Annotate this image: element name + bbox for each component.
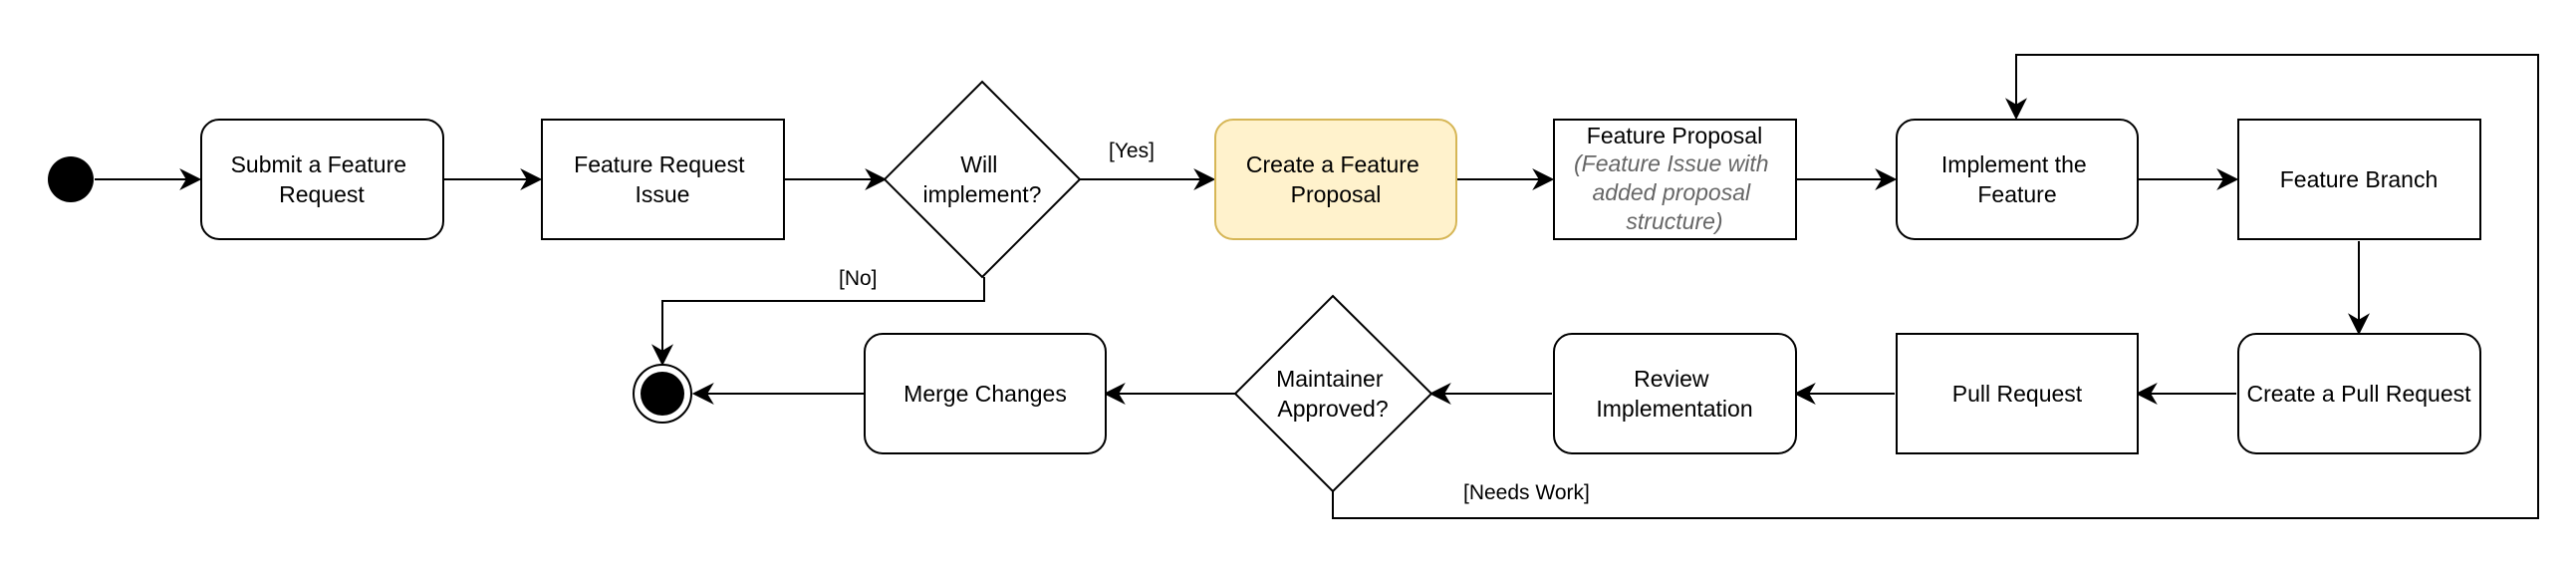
node-label-line: Request (279, 181, 365, 207)
node-submit-feature-request: Submit a Feature Request (200, 119, 444, 240)
svg-text:Review Implementation: Review Implementation (1596, 366, 1752, 422)
node-note-line: (Feature Issue with (1574, 150, 1769, 176)
node-label-line: Feature Branch (2280, 166, 2439, 192)
node-review-implementation: Review Implementation (1553, 333, 1797, 454)
start-node (48, 156, 94, 202)
svg-text:Feature Proposal: Feature Proposal (1587, 123, 1762, 148)
node-label-line: Will (960, 151, 997, 177)
node-create-feature-proposal: Create a Feature Proposal (1214, 119, 1457, 240)
svg-text:Create a Feature Proposa: Create a Feature Proposal (1246, 151, 1425, 207)
svg-text:Maintainer Approved?: Maintainer Approved? (1276, 366, 1390, 422)
edge-label-needs-work: [Needs Work] (1463, 481, 1590, 504)
node-feature-branch: Feature Branch (2237, 119, 2481, 240)
decision-maintainer-approved: Maintainer Approved? (1233, 294, 1433, 493)
svg-text:Implement the Feature: Implement the Feature (1941, 151, 2093, 207)
node-title: Feature Proposal (1587, 123, 1762, 148)
node-label-line: Issue (636, 181, 690, 207)
end-node (633, 364, 692, 424)
node-create-a-pull-request: Create a Pull Request (2237, 333, 2481, 454)
node-label-line: Review (1634, 366, 1709, 392)
node-note-line: added proposal (1593, 179, 1751, 205)
edge-labels: [Yes] [No] [Needs Work] (839, 140, 1590, 504)
node-label-line: Pull Request (1952, 381, 2083, 407)
svg-text:Create a Pull Request: Create a Pull Request (2246, 381, 2471, 407)
svg-text:Feature Request Issue: Feature Request Issue (574, 151, 751, 207)
node-label-line: Approved? (1277, 396, 1388, 422)
svg-text:Feature Branch: Feature Branch (2280, 166, 2439, 192)
edge-decision-no-to-end (651, 277, 985, 367)
svg-text:(Feature Issue with adde: (Feature Issue with added proposal struc… (1574, 150, 1775, 234)
decision-will-implement: Will implement? (883, 80, 1082, 279)
svg-text:Will implement?: Will implement? (923, 151, 1042, 207)
node-label-line: Feature Request (574, 151, 745, 177)
node-label-line: Create a Pull Request (2246, 381, 2471, 407)
node-feature-request-issue: Feature Request Issue (541, 119, 785, 240)
svg-text:Merge Changes: Merge Changes (903, 381, 1067, 407)
node-note-line: structure) (1626, 208, 1722, 234)
svg-text:Pull Request: Pull Request (1952, 381, 2083, 407)
node-label-line: Implementation (1596, 396, 1752, 422)
edge-needs-work-loop (1332, 54, 2539, 519)
node-label-line: Proposal (1291, 181, 1382, 207)
svg-text:Submit a Feature Request: Submit a Feature Request (231, 151, 413, 207)
node-merge-changes: Merge Changes (864, 333, 1107, 454)
node-label-line: implement? (923, 181, 1042, 207)
node-label-line: Feature (1977, 181, 2056, 207)
node-feature-proposal: Feature Proposal (Feature Issue with add… (1553, 119, 1797, 240)
edges (95, 54, 2539, 519)
node-implement-the-feature: Implement the Feature (1896, 119, 2139, 240)
node-pull-request: Pull Request (1896, 333, 2139, 454)
node-label-line: Implement the (1941, 151, 2087, 177)
node-label-line: Create a Feature (1246, 151, 1419, 177)
node-label-line: Merge Changes (903, 381, 1067, 407)
edge-label-yes: [Yes] (1109, 140, 1155, 162)
node-label-line: Submit a Feature (231, 151, 406, 177)
node-label-line: Maintainer (1276, 366, 1384, 392)
edge-label-no: [No] (839, 267, 878, 290)
